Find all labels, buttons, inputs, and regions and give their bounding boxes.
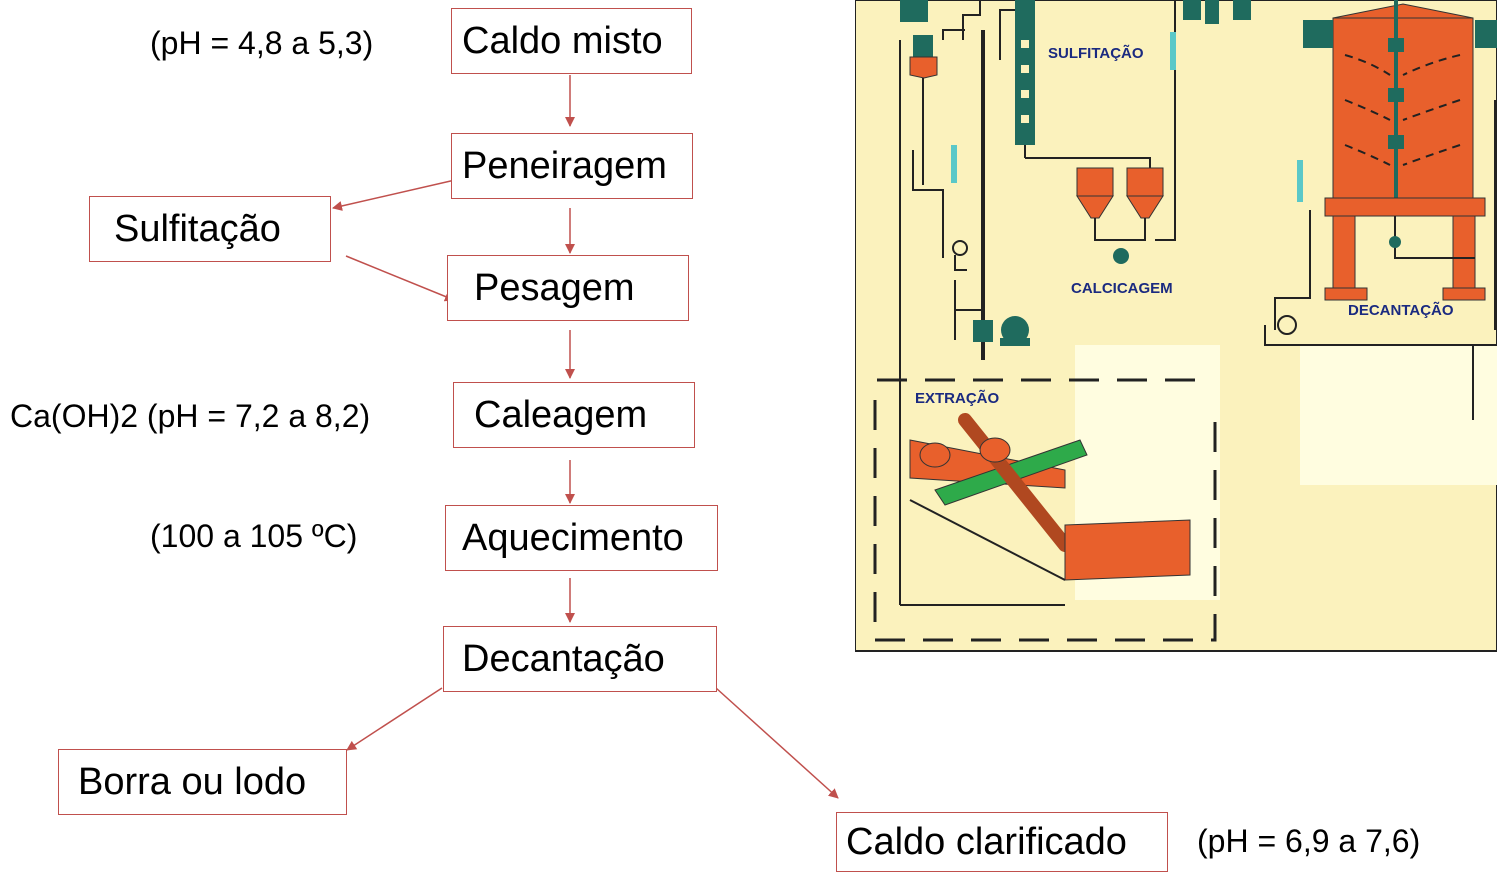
arrow-peneiragem-sulfitacao [332,179,456,211]
plant-label-decantacao: DECANTAÇÃO [1348,301,1454,319]
arrow-sulfitacao-pesagem [345,255,455,302]
box-caldo-clarificado: Caldo clarificado [836,812,1168,872]
decanter-tank-icon [1264,0,1497,420]
sulfitation-tower-icon [962,0,1151,172]
plant-illustration: SULFITAÇÃO CALCICAGEM DECANTAÇÃO EXTRAÇÃ… [855,0,1497,652]
box-borra: Borra ou lodo [58,749,347,815]
box-decantacao: Decantação [443,626,717,692]
note-temperatura: (100 a 105 ºC) [150,518,358,554]
box-aquecimento: Aquecimento [445,505,718,571]
plant-label-extracao: EXTRAÇÃO [915,389,1000,407]
box-caleagem: Caleagem [453,382,695,448]
extraction-area [873,378,1217,642]
plant-label-sulfitacao: SULFITAÇÃO [1048,44,1144,62]
box-peneiragem: Peneiragem [451,133,693,199]
lime-tanks-icon [1076,0,1176,264]
note-ph-caldo-misto: (pH = 4,8 a 5,3) [150,25,374,61]
note-caleagem: Ca(OH)2 (pH = 7,2 a 8,2) [10,398,371,434]
arrow-decantacao-clarificado [715,687,839,799]
pump-icon [973,316,1030,346]
box-caldo-misto: Caldo misto [451,8,692,74]
box-pesagem: Pesagem [447,255,689,321]
arrow-decantacao-borra [346,687,443,751]
box-sulfitacao: Sulfitação [89,196,331,262]
filter-equipment-icon [900,0,938,185]
note-ph-clarificado: (pH = 6,9 a 7,6) [1197,823,1421,859]
plant-label-calcicagem: CALCICAGEM [1071,280,1173,297]
